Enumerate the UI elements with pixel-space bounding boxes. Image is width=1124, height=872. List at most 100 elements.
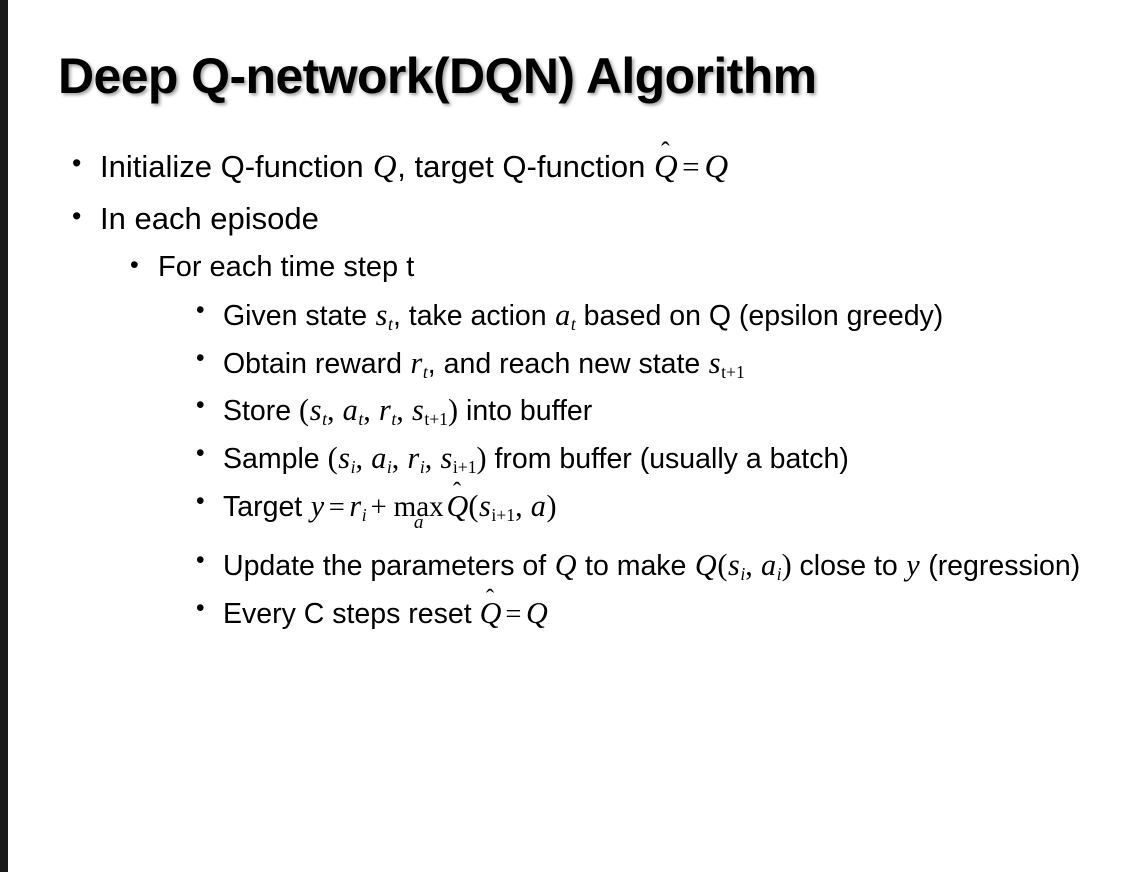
- math-comma: ,: [396, 393, 412, 428]
- text-segment: Target: [223, 491, 311, 524]
- bullet-for-each-time-step: • For each time step t: [0, 249, 1124, 287]
- math-paren-open: (: [468, 489, 479, 524]
- math-comma: ,: [745, 548, 761, 583]
- math-var-q: Q: [694, 548, 717, 583]
- math-paren-open: (: [327, 441, 338, 476]
- text-segment: (regression): [920, 550, 1081, 583]
- math-subscript: t: [570, 313, 576, 334]
- math-op-equals: =: [682, 149, 700, 184]
- math-paren-open: (: [299, 393, 310, 428]
- math-var-q: Q: [526, 596, 548, 631]
- math-subscript: i: [386, 457, 392, 478]
- bullet-marker: •: [196, 296, 205, 324]
- math-var-r: r: [349, 489, 362, 524]
- math-var-r: r: [378, 393, 391, 428]
- math-comma: ,: [424, 441, 440, 476]
- math-comma: ,: [326, 393, 343, 428]
- bullet-sample-buffer: • Sample (si, ai, ri, si+1) from buffer …: [0, 438, 1124, 479]
- math-var-base: Q: [479, 596, 502, 631]
- text-segment: Initialize Q-function: [100, 149, 373, 184]
- bullet-text: Update the parameters of Q to make Q(si,…: [223, 545, 1098, 586]
- math-var-s: s: [411, 393, 424, 428]
- text-segment: from buffer (usually a batch): [486, 443, 849, 476]
- math-var-a: a: [555, 297, 571, 332]
- math-var-s: s: [727, 548, 740, 583]
- bullet-marker: •: [196, 440, 205, 468]
- math-var-a: a: [342, 393, 358, 428]
- math-var-r: r: [410, 345, 423, 380]
- bullet-marker: •: [196, 344, 205, 372]
- math-var-s: s: [479, 489, 491, 524]
- math-var-q: Q: [554, 548, 577, 583]
- math-op-plus: +: [370, 492, 387, 524]
- text-segment: , take action: [392, 299, 555, 332]
- text-segment: , and reach new state: [427, 347, 709, 380]
- math-var-base: Q: [446, 489, 469, 524]
- bullet-text: Sample (si, ai, ri, si+1) from buffer (u…: [223, 438, 1098, 479]
- bullet-initialize: • Initialize Q-function Q, target Q-func…: [0, 138, 1124, 189]
- bullet-text: Store (st, at, rt, st+1) into buffer: [223, 390, 1098, 431]
- math-var-s: s: [375, 297, 388, 332]
- math-var-s: s: [708, 345, 721, 380]
- math-comma: ,: [355, 441, 371, 476]
- math-subscript: i: [740, 564, 746, 585]
- math-paren-close: ): [448, 393, 459, 428]
- bullet-marker: •: [72, 148, 82, 178]
- math-var-y: y: [310, 489, 325, 524]
- bullet-text: In each episode: [100, 200, 319, 236]
- hat-accent: ˆ: [452, 478, 461, 506]
- bullet-store-buffer: • Store (st, at, rt, st+1) into buffer: [0, 390, 1124, 431]
- math-paren-close: ): [546, 489, 557, 524]
- bullet-obtain-reward: • Obtain reward rt, and reach new state …: [0, 343, 1124, 384]
- math-var-r: r: [407, 441, 420, 476]
- text-segment: Store: [223, 395, 300, 428]
- math-comma: ,: [515, 489, 531, 524]
- math-var-a: a: [760, 548, 777, 583]
- text-segment: Update the parameters of: [223, 550, 555, 583]
- text-segment: close to: [791, 550, 906, 583]
- text-segment: Given state: [223, 299, 376, 332]
- math-subscript: t: [388, 313, 393, 334]
- math-paren-close: ): [781, 548, 792, 583]
- math-comma: ,: [391, 441, 407, 476]
- bullet-list: • Initialize Q-function Q, target Q-func…: [0, 138, 1124, 641]
- math-var-y: y: [906, 548, 920, 583]
- bullet-update-parameters: • Update the parameters of Q to make Q(s…: [0, 545, 1124, 586]
- math-subscript: t: [391, 409, 397, 430]
- math-paren-close: ): [476, 441, 487, 476]
- math-subscript: i: [776, 564, 782, 585]
- bullet-marker: •: [196, 595, 205, 623]
- bullet-marker: •: [196, 488, 205, 516]
- text-segment: into buffer: [458, 395, 593, 428]
- bullet-text: Initialize Q-function Q, target Q-functi…: [100, 138, 1124, 189]
- math-var-base: Q: [654, 149, 678, 185]
- math-subscript: t+1: [721, 361, 745, 382]
- math-comma: ,: [363, 393, 379, 428]
- bullet-marker: •: [196, 392, 205, 420]
- page-title: Deep Q-network(DQN) Algorithm: [58, 48, 817, 104]
- math-paren-open: (: [717, 548, 728, 583]
- hat-accent: ˆ: [660, 136, 670, 166]
- math-subscript: t: [422, 361, 428, 382]
- bullet-text: Given state st, take action at based on …: [223, 295, 1098, 336]
- math-var-s: s: [440, 441, 453, 476]
- text-segment: to make: [577, 550, 695, 583]
- text-segment: Obtain reward: [223, 347, 410, 380]
- text-segment: Sample: [223, 443, 328, 476]
- math-subscript: i+1: [491, 505, 516, 526]
- bullet-text: For each time step t: [158, 251, 415, 283]
- bullet-marker: •: [196, 547, 205, 575]
- math-op-equals: =: [505, 599, 522, 631]
- text-segment: , target Q-function: [397, 149, 655, 184]
- bullet-given-state: • Given state st, take action at based o…: [0, 295, 1124, 336]
- math-subscript: t+1: [424, 409, 449, 430]
- bullet-marker: •: [72, 200, 82, 231]
